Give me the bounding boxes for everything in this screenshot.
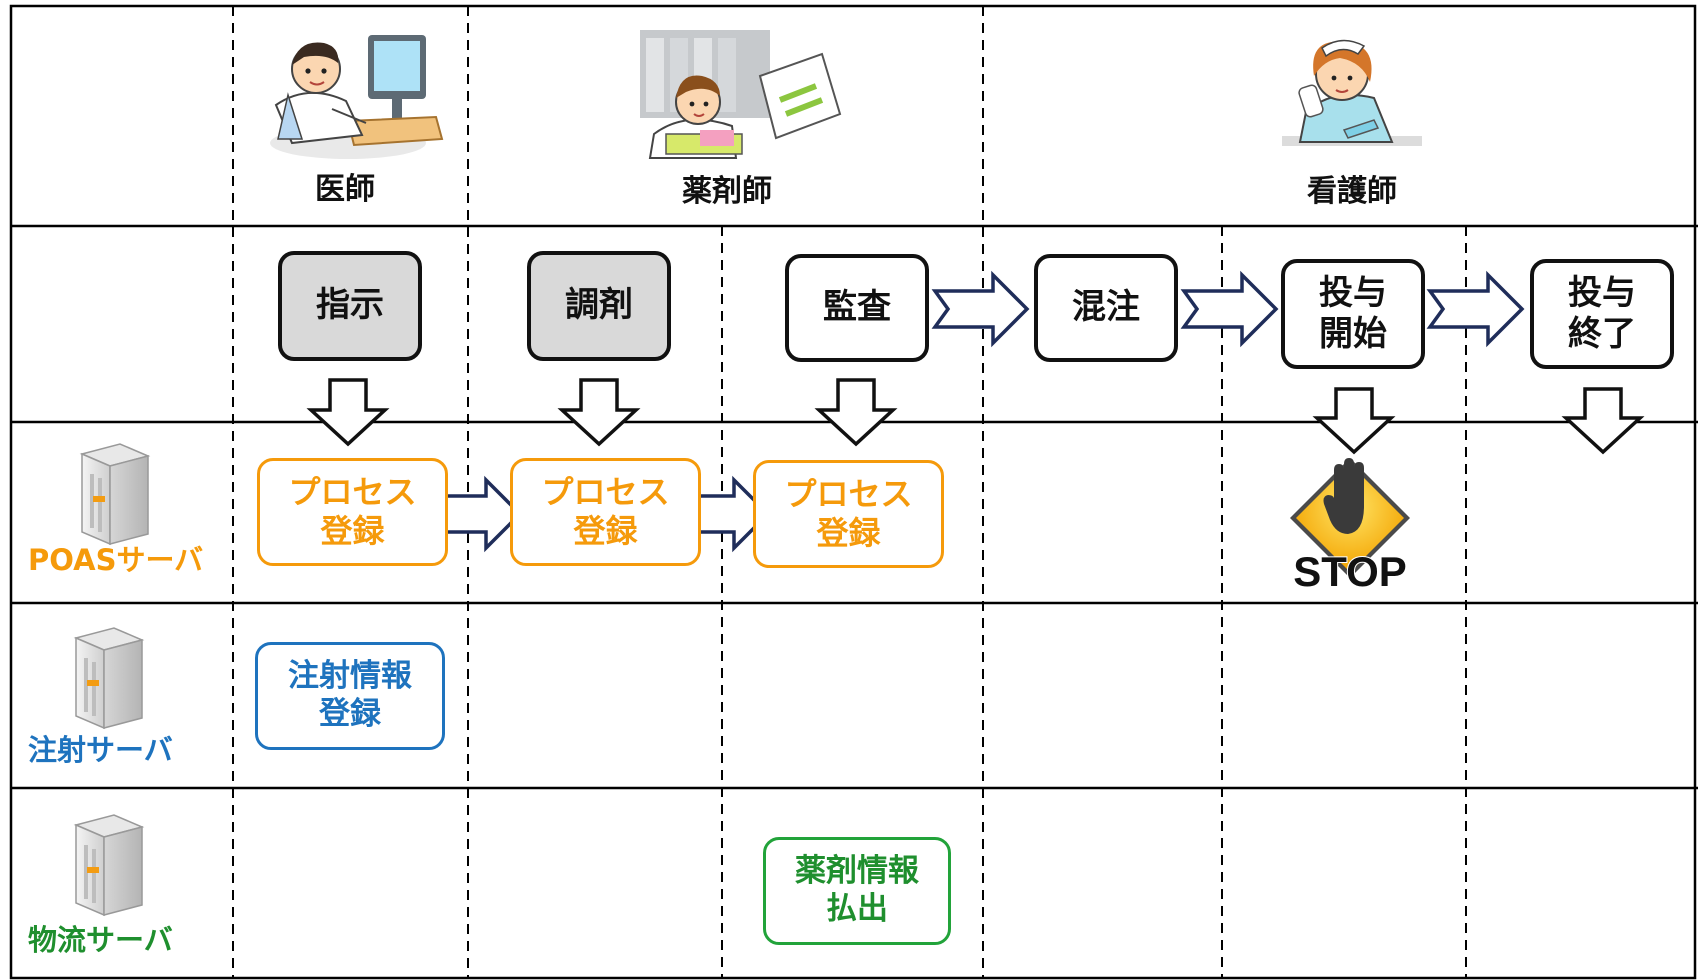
step-label-line1: 投与 — [1568, 272, 1636, 313]
injection-info-registration-box: 注射情報 登録 — [255, 642, 445, 750]
step-label: 監査 — [823, 287, 891, 328]
role-label-doctor: 医師 — [315, 172, 375, 207]
step-instruction: 指示 — [278, 251, 422, 361]
box-label-line1: 注射情報 — [288, 658, 412, 695]
step-label: 指示 — [316, 285, 384, 326]
step-admin-start: 投与 開始 — [1281, 259, 1425, 369]
box-label-line1: プロセス — [784, 474, 913, 513]
role-label-nurse: 看護師 — [1307, 174, 1397, 209]
poas-process-registration-box: プロセス 登録 — [510, 458, 701, 566]
server-label-injection: 注射サーバ — [28, 733, 173, 767]
role-label-pharmacist: 薬剤師 — [682, 174, 772, 209]
drug-info-dispatch-box: 薬剤情報 払出 — [763, 837, 951, 945]
table-grid — [9, 4, 1698, 980]
down-arrow — [1312, 387, 1396, 455]
down-arrows — [306, 378, 1645, 455]
down-arrow — [1561, 387, 1645, 455]
down-arrow — [306, 378, 390, 447]
step-mixing: 混注 — [1034, 254, 1178, 362]
step-label: 混注 — [1072, 287, 1140, 328]
poas-process-registration-box: プロセス 登録 — [753, 460, 944, 568]
box-label-line1: 薬剤情報 — [795, 853, 919, 890]
poas-process-registration-box: プロセス 登録 — [257, 458, 448, 566]
table-border — [9, 4, 1697, 980]
pharmacist-illustration — [640, 30, 842, 159]
box-label-line2: 登録 — [816, 514, 881, 552]
stop-sign-text: STOP — [1293, 548, 1407, 595]
server-label-logistics: 物流サーバ — [28, 923, 173, 957]
server-icon — [79, 443, 151, 546]
flow-arrow-right — [1180, 270, 1279, 348]
step-label-line1: 投与 — [1319, 272, 1387, 313]
down-arrow — [814, 378, 898, 447]
server-icon — [73, 627, 145, 730]
step-label-line2: 開始 — [1319, 314, 1387, 354]
box-label-line2: 登録 — [573, 512, 638, 550]
doctor-illustration — [270, 35, 444, 159]
step-admin-end: 投与 終了 — [1530, 259, 1674, 369]
flow-arrow-right — [931, 270, 1030, 348]
box-label-line1: プロセス — [541, 472, 670, 511]
server-icon — [73, 814, 145, 917]
nurse-illustration — [1282, 39, 1422, 146]
column-separators — [232, 6, 1467, 978]
down-arrow — [557, 378, 641, 447]
box-label-line2: 登録 — [319, 696, 381, 732]
box-label-line1: プロセス — [288, 472, 417, 511]
server-label-poas: POASサーバ — [28, 543, 204, 577]
flow-arrow-right — [1426, 270, 1525, 348]
stop-sign-icon: STOP — [1290, 458, 1410, 596]
box-label-line2: 登録 — [320, 512, 385, 550]
step-label: 調剤 — [565, 285, 633, 326]
step-label-line2: 終了 — [1568, 314, 1636, 354]
step-audit: 監査 — [785, 254, 929, 362]
step-dispensing: 調剤 — [527, 251, 671, 361]
box-label-line2: 払出 — [826, 891, 888, 927]
